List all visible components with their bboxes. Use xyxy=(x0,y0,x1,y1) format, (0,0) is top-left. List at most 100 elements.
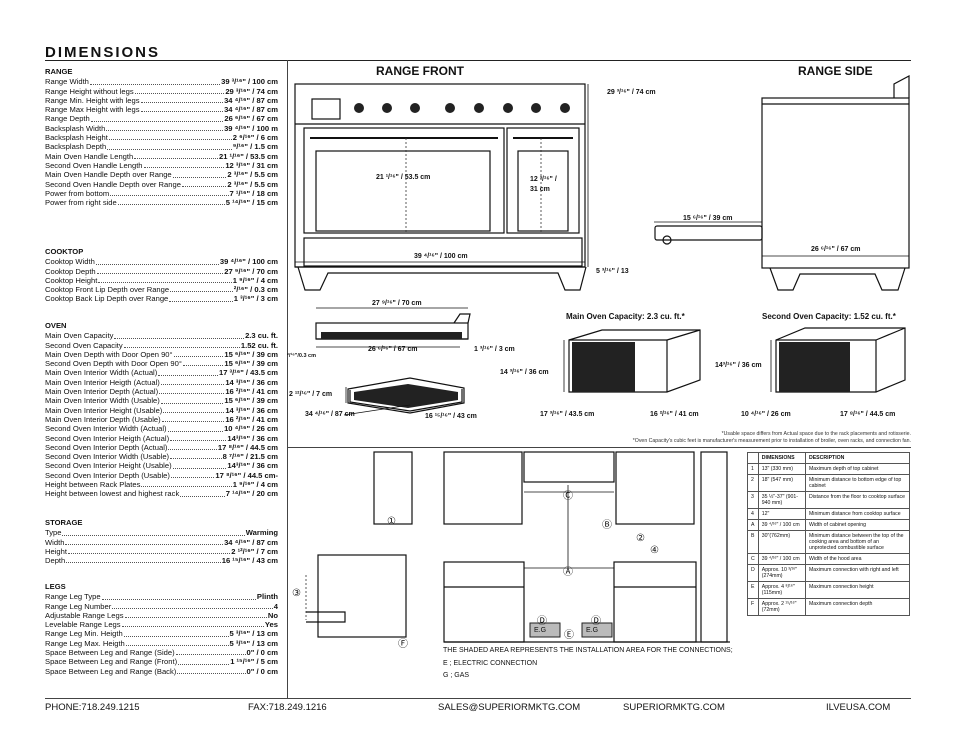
dot-leader xyxy=(170,452,222,460)
table-cell-description: Maximum connection depth xyxy=(804,598,911,616)
dot-leader xyxy=(123,629,229,637)
spec-value: 14³/¹⁶" / 36 cm xyxy=(227,433,278,443)
footer-website-ilve[interactable]: ILVEUSA.COM xyxy=(826,702,891,713)
dot-leader xyxy=(107,142,232,150)
spec-label: Second Oven Interior Width (Usable) xyxy=(45,452,170,462)
dot-leader xyxy=(143,161,225,169)
spec-value: 16 ¹⁵/¹⁶" / 43 cm xyxy=(221,556,278,566)
dot-leader xyxy=(95,257,219,265)
table-cell-dimension: Approx. 2 ¹⁵/¹⁶" (72mm) xyxy=(757,598,806,616)
spec-value: 39 ⁴/¹⁶" / 100 cm xyxy=(219,257,278,267)
spec-row: Second Oven Interior Width (Usable)8 ⁷/¹… xyxy=(45,452,278,461)
footer-email[interactable]: SALES@SUPERIORMKTG.COM xyxy=(438,702,581,713)
dot-leader xyxy=(125,639,229,647)
drawer-width-label: 34 ⁴/¹⁶" / 87 cm xyxy=(305,411,355,418)
drawer-height-label: 2 ¹²/¹⁶" / 7 cm xyxy=(289,391,333,398)
marker-d-right: Ⓓ xyxy=(591,616,601,627)
table-cell-dimension: Approx. 10 ³/¹⁶" (274mm) xyxy=(757,564,806,582)
spec-row: Space Between Leg and Range (Back)0" / 0… xyxy=(45,667,278,676)
dot-leader xyxy=(65,538,224,545)
dot-leader xyxy=(180,489,225,497)
table-cell-description: Minimum distance to bottom edge of top c… xyxy=(804,474,911,492)
spec-label: Depth xyxy=(45,556,66,566)
spec-label: Range Max Height with legs xyxy=(45,105,140,115)
spec-value: Yes xyxy=(264,620,278,630)
spec-value: 14 ³/¹⁶" / 36 cm xyxy=(225,377,278,387)
main-oven-width-label: 17 ³/¹⁶" / 43.5 cm xyxy=(540,411,595,418)
spec-value: 29 ³/¹⁶" / 74 cm xyxy=(225,86,278,96)
capacity-note: *Oven Capacity's cubic feet is manufactu… xyxy=(632,438,911,444)
spec-row: Main Oven Depth with Door Open 90°15 ⁶/¹… xyxy=(45,350,278,359)
marker-e: Ⓔ xyxy=(564,630,574,641)
footer-website-superior[interactable]: SUPERIORMKTG.COM xyxy=(623,702,725,713)
spec-label: Backsplash Width xyxy=(45,123,106,133)
spec-label: Adjustable Range Legs xyxy=(45,610,124,620)
spec-value: 14³/¹⁶" / 36 cm xyxy=(227,461,278,471)
dot-leader xyxy=(178,657,230,665)
dot-leader xyxy=(90,114,224,122)
spec-row: Main Oven Interior Depth (Usable) 16 ²/¹⁶… xyxy=(45,415,278,424)
dot-leader xyxy=(160,396,224,404)
spec-value: 2 ³/¹⁶" / 5.5 cm xyxy=(227,170,278,180)
table-cell-key: 4 xyxy=(747,508,759,520)
dot-leader xyxy=(173,350,224,358)
spec-row: Second Oven Interior Depth (Actual)17 ⁸/… xyxy=(45,443,278,452)
spec-row: Depth 16 ¹⁵/¹⁶" / 43 cm xyxy=(45,556,278,565)
range-heading: RANGE xyxy=(45,67,73,76)
second-oven-height-label: 14³/¹⁶" / 36 cm xyxy=(715,362,762,369)
marker-1: ① xyxy=(387,516,396,527)
range-side-body xyxy=(761,97,910,269)
table-cell-description: Width of cabinet opening xyxy=(804,519,911,531)
gas-electric-area-left xyxy=(529,622,561,638)
dot-leader xyxy=(108,133,232,141)
spec-value: 5 ³/¹⁶" / 13 cm xyxy=(229,638,278,648)
spec-label: Second Oven Handle Depth over Range xyxy=(45,179,181,189)
back-lip-label: 1 ³/¹⁶" / 3 cm xyxy=(474,346,515,353)
spec-row: Main Oven Interior Width (Usable)15 ⁶/¹⁶… xyxy=(45,396,278,405)
spec-label: Cooktop Back Lip Depth over Range xyxy=(45,294,169,304)
spec-label: Space Between Leg and Range (Back) xyxy=(45,666,177,676)
dot-leader xyxy=(134,152,218,159)
table-cell-description: Maximum depth of top cabinet xyxy=(804,463,911,475)
dot-leader xyxy=(101,592,256,600)
dot-leader xyxy=(158,368,218,376)
spec-label: Main Oven Interior Depth (Usable) xyxy=(45,414,161,424)
shaded-area-note: THE SHADED AREA REPRESENTS THE INSTALLAT… xyxy=(443,647,733,654)
spec-value: 39 ³/¹⁶" / 100 cm xyxy=(221,77,278,87)
second-handle-label-b: 31 cm xyxy=(530,186,550,193)
spec-value: 7 ¹⁴/¹⁶" / 20 cm xyxy=(225,489,278,499)
table-cell-description: Minimum distance from cooktop surface xyxy=(804,508,911,520)
dot-leader xyxy=(170,434,227,441)
spec-value: 16 ²/¹⁶" / 41 cm xyxy=(225,414,278,424)
spec-value: ⁹/¹⁶" / 1.5 cm xyxy=(232,142,278,152)
dot-leader xyxy=(175,648,246,656)
marker-2: ② xyxy=(636,533,645,544)
dot-leader xyxy=(141,480,232,488)
spec-value: 1 ¹⁵/¹⁶" / 5 cm xyxy=(230,657,278,667)
spec-value: 15 ⁶/¹⁶" / 39 cm xyxy=(224,396,278,406)
table-cell-dimension: 39 ⁴/¹⁶" / 100 cm xyxy=(757,553,806,565)
dot-leader xyxy=(170,471,215,479)
spec-value: 21 ¹/¹⁶" / 53.5 cm xyxy=(218,151,278,161)
table-cell-key: A xyxy=(747,519,759,531)
dot-leader xyxy=(172,461,227,469)
spec-value: 17 ³/¹⁶" / 43.5 cm xyxy=(218,368,278,378)
